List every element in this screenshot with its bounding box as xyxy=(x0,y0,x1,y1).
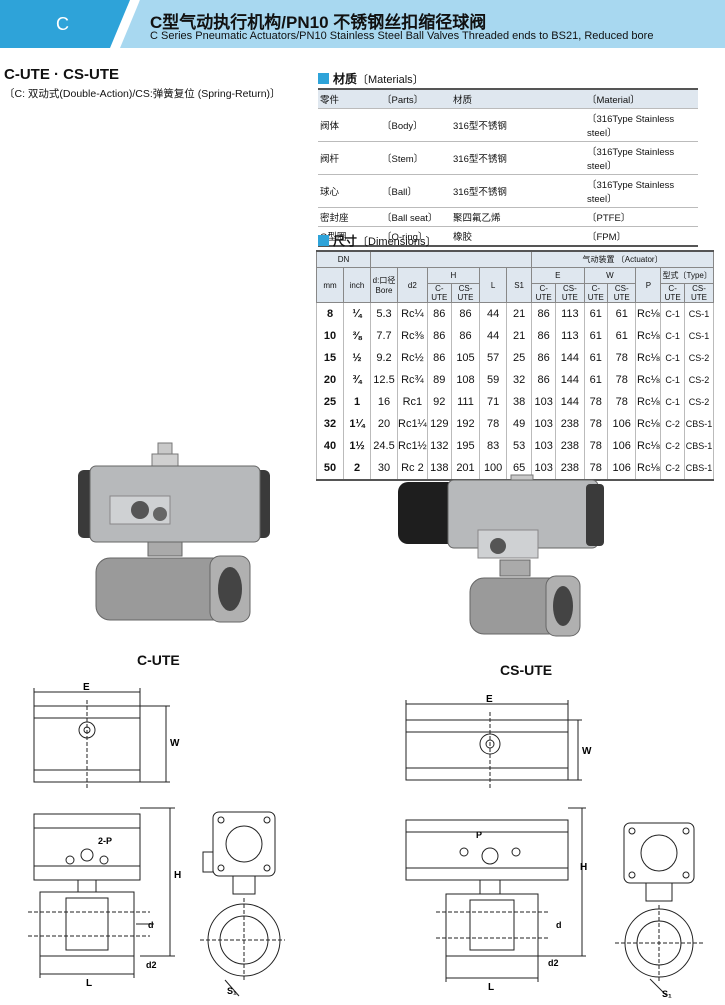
svg-text:L: L xyxy=(488,982,494,993)
svg-text:H: H xyxy=(174,870,181,881)
svg-text:d2: d2 xyxy=(548,958,559,968)
table-header-row: DN 气动装置 〔Actuator〕 xyxy=(316,250,714,268)
svg-text:S₁: S₁ xyxy=(662,989,672,999)
svg-text:L: L xyxy=(86,978,92,989)
svg-text:W: W xyxy=(582,746,592,757)
model-title: C-UTE · CS-UTE xyxy=(4,66,119,83)
table-row: 密封座〔Ball seat〕聚四氟乙烯〔PTFE〕 xyxy=(318,207,698,227)
table-row: 球心〔Ball〕316型不锈钢〔316Type Stainless steel〕 xyxy=(318,174,698,208)
cs-ute-photo xyxy=(398,474,604,637)
svg-text:d: d xyxy=(556,920,562,930)
cs-ute-caption: CS-UTE xyxy=(500,662,553,678)
c-ute-side-drawing: S₁ xyxy=(200,811,285,997)
svg-text:H: H xyxy=(580,862,587,873)
svg-text:P: P xyxy=(476,830,482,840)
svg-text:S₁: S₁ xyxy=(227,986,237,996)
c-ute-photo xyxy=(78,442,270,623)
page-subtitle: C Series Pneumatic Actuators/PN10 Stainl… xyxy=(150,30,654,42)
dimensions-heading: 尺寸〔Dimensions〕 xyxy=(318,232,436,249)
square-bullet-icon xyxy=(318,235,329,246)
svg-text:E: E xyxy=(83,682,90,693)
page-title: C型气动执行机构/PN10 不锈钢丝扣缩径球阀 xyxy=(150,13,487,32)
svg-text:d2: d2 xyxy=(146,960,157,970)
svg-text:E: E xyxy=(486,694,493,705)
materials-heading: 材质〔Materials〕 xyxy=(318,70,424,87)
table-header-row: 零件 〔Parts〕 材质 〔Material〕 xyxy=(318,88,698,109)
svg-text:d: d xyxy=(148,920,154,930)
table-row: O型圈〔O-ring〕橡胶〔FPM〕 xyxy=(318,226,698,247)
table-row: 阀体〔Body〕316型不锈钢〔316Type Stainless steel〕 xyxy=(318,108,698,142)
header-band xyxy=(118,0,725,48)
c-ute-drawing: E W H L d d2 2-P xyxy=(28,682,181,989)
cs-ute-drawing: E W H L d d2 P xyxy=(405,694,592,993)
table-row: 阀杆〔Stem〕316型不锈钢〔316Type Stainless steel〕 xyxy=(318,141,698,175)
svg-text:W: W xyxy=(170,738,180,749)
square-bullet-icon xyxy=(318,73,329,84)
model-note: 〔C: 双动式(Double-Action)/CS:弹簧复位 (Spring-R… xyxy=(4,88,281,100)
c-ute-caption: C-UTE xyxy=(137,652,180,668)
cs-ute-side-drawing: S₁ xyxy=(615,822,705,999)
materials-table: 零件 〔Parts〕 材质 〔Material〕 阀体〔Body〕316型不锈钢… xyxy=(318,88,698,247)
section-letter: C xyxy=(56,14,69,34)
svg-text:2-P: 2-P xyxy=(98,836,112,846)
table-header-row: C-UTE CS-UTE C-UTE CS-UTE C-UTE CS-UTE C… xyxy=(317,283,715,303)
